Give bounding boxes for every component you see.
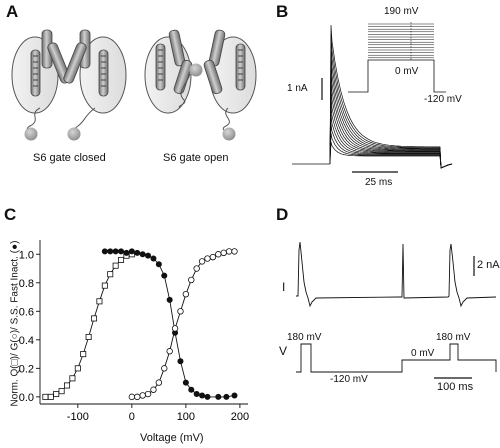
c-x-axis-label: Voltage (mV) [140, 432, 204, 444]
c-x-tick-label: 100 [177, 411, 195, 423]
c-point-inactivation [101, 248, 108, 255]
c-point-inactivation [123, 249, 130, 256]
c-point-inactivation [215, 393, 222, 400]
c-fit-curve [104, 250, 235, 398]
c-point-conductance [215, 251, 222, 258]
c-point-conductance [150, 386, 157, 393]
b-protocol-top-label: 190 mV [384, 6, 419, 17]
c-x-tick-label: 0 [129, 411, 135, 423]
c-point-charge [80, 351, 87, 358]
c-point-conductance [161, 365, 168, 372]
d-current-scale-label: 2 nA [477, 259, 500, 271]
c-point-conductance [155, 379, 163, 386]
b-protocol-bottom-label: -120 mV [424, 94, 462, 105]
c-point-charge [42, 393, 49, 400]
d-voltage-label-3: 0 mV [411, 348, 435, 359]
c-point-conductance [128, 393, 136, 401]
panel-d-letter: D [276, 205, 289, 224]
c-point-charge [107, 271, 114, 278]
c-point-conductance [209, 253, 217, 261]
closed-gate-caption: S6 gate closed [33, 152, 106, 164]
c-point-charge [118, 256, 125, 263]
c-y-tick-label: 0.2 [19, 363, 34, 375]
c-point-charge [112, 262, 119, 269]
d-voltage-label-4: 180 mV [436, 332, 471, 343]
d-voltage-trace-label: V [279, 344, 288, 358]
c-point-inactivation [145, 252, 152, 259]
c-point-inactivation [139, 251, 146, 258]
c-point-inactivation [155, 261, 162, 268]
c-point-conductance [177, 308, 184, 315]
b-current-scale-label: 1 nA [287, 83, 308, 94]
c-point-conductance [166, 348, 173, 355]
c-point-conductance [204, 255, 211, 262]
c-point-inactivation [188, 386, 195, 393]
c-point-inactivation [112, 248, 119, 255]
panel-c-letter: C [4, 205, 17, 224]
c-x-tick-label: 200 [231, 411, 249, 423]
panel-b-letter: B [276, 2, 289, 21]
c-point-charge [96, 298, 103, 305]
c-point-inactivation [204, 393, 211, 400]
c-point-conductance [182, 290, 190, 298]
c-y-tick-label: 0.4 [19, 335, 34, 347]
d-voltage-label-2: -120 mV [330, 374, 368, 385]
c-y-tick-label: 0.0 [19, 392, 34, 404]
b-time-scale-label: 25 ms [365, 177, 393, 188]
c-point-inactivation [150, 255, 157, 262]
c-point-charge [53, 391, 60, 398]
c-point-inactivation [177, 358, 184, 365]
c-point-inactivation [134, 249, 141, 256]
c-point-charge [64, 382, 71, 389]
c-point-conductance [225, 248, 233, 255]
c-point-inactivation [231, 392, 238, 399]
c-point-conductance [139, 392, 146, 399]
c-point-conductance [193, 265, 200, 272]
c-point-conductance [134, 393, 141, 401]
c-fit-curve [131, 250, 235, 398]
c-point-inactivation [118, 248, 125, 255]
c-y-tick-label: 1.0 [19, 249, 34, 261]
panel-a-letter: A [6, 2, 19, 21]
c-y-tick-label: 0.6 [19, 306, 34, 318]
c-point-charge [85, 333, 92, 340]
b-protocol-mid-label: 0 mV [395, 66, 419, 77]
c-point-inactivation [199, 392, 206, 399]
open-gate-caption: S6 gate open [163, 152, 229, 164]
c-point-conductance [231, 248, 238, 255]
c-point-conductance [198, 258, 206, 265]
c-point-charge [69, 375, 76, 382]
c-point-conductance [220, 249, 227, 257]
c-point-inactivation [193, 391, 200, 398]
c-point-inactivation [166, 296, 173, 303]
c-fit-curve [45, 253, 132, 398]
c-point-inactivation [107, 248, 114, 255]
c-point-conductance [188, 276, 195, 284]
c-y-tick-label: 0.8 [19, 278, 34, 290]
d-voltage-label-1: 180 mV [287, 332, 322, 343]
c-point-inactivation [223, 393, 230, 400]
c-point-conductance [144, 390, 152, 398]
c-y-axis-label: Norm. Q(□)/ G(○)/ S.S. Fast Inact. (●) [9, 240, 21, 407]
c-point-inactivation [161, 272, 168, 279]
c-point-charge [74, 365, 81, 372]
c-point-conductance [171, 325, 179, 332]
c-point-charge [101, 282, 108, 289]
d-time-scale-label: 100 ms [437, 381, 474, 393]
c-point-inactivation [182, 379, 189, 386]
c-point-charge [58, 388, 65, 395]
c-x-tick-label: -100 [67, 411, 89, 423]
c-point-charge [47, 393, 54, 400]
c-point-charge [91, 315, 98, 322]
c-point-inactivation [128, 248, 135, 255]
d-current-trace-label: I [282, 280, 286, 294]
